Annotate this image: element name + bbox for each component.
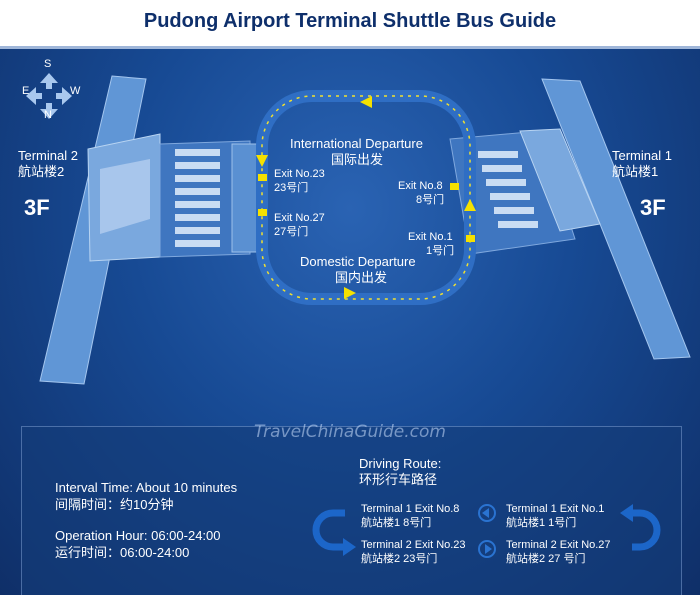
exit-1-label-cn: 1号门	[426, 245, 455, 257]
loop-arrow-left-icon	[256, 155, 268, 167]
international-departure-label: International Departure	[290, 136, 423, 151]
route-stop-t2-exit23: Terminal 2 Exit No.23	[361, 539, 466, 551]
loop-arrow-right-icon	[464, 199, 476, 211]
route-stop-t1-exit8-cn: 航站楼1 8号门	[361, 517, 432, 529]
exit-8-label-cn: 8号门	[416, 194, 445, 206]
exit-27-label: Exit No.27	[274, 212, 325, 224]
operation-hour: Operation Hour: 06:00-24:00	[55, 528, 221, 543]
terminal-1-floor: 3F	[640, 195, 666, 220]
exit-23-label: Exit No.23	[274, 168, 325, 180]
u-turn-right-icon	[632, 509, 661, 551]
compass-north-label: N	[44, 109, 52, 121]
title-banner: Pudong Airport Terminal Shuttle Bus Guid…	[0, 0, 700, 49]
terminal-1-label-cn: 航站楼1	[612, 164, 659, 179]
exit-1-label: Exit No.1	[408, 231, 453, 243]
route-stop-t2-exit27: Terminal 2 Exit No.27	[506, 539, 611, 551]
exit-8-label: Exit No.8	[398, 180, 443, 192]
compass-south-label: S	[44, 58, 52, 70]
exit-1-marker	[466, 235, 475, 242]
route-stop-t1-exit1-cn: 航站楼1 1号门	[506, 517, 577, 529]
route-stop-t2-exit27-cn: 航站楼2 27 号门	[506, 553, 586, 565]
terminal-2-label: Terminal 2	[18, 148, 78, 163]
terminal-2-label-cn: 航站楼2	[18, 164, 65, 179]
route-stop-t1-exit8: Terminal 1 Exit No.8	[361, 503, 460, 515]
info-panel	[21, 426, 682, 595]
domestic-departure-label: Domestic Departure	[300, 254, 416, 269]
exit-8-marker	[450, 183, 459, 190]
operation-hour-cn: 运行时间：06:00-24:00	[55, 545, 190, 560]
interval-time: Interval Time: About 10 minutes	[55, 480, 238, 495]
arrow-right-circle-icon	[478, 540, 496, 558]
compass-icon	[26, 73, 72, 119]
terminal-1-building	[449, 78, 691, 360]
exit-23-marker	[258, 174, 267, 181]
terminal-map	[26, 73, 691, 385]
compass-west-label: W	[70, 85, 81, 97]
terminal-2-building	[39, 75, 265, 385]
u-turn-left-icon	[312, 509, 345, 551]
exit-27-marker	[258, 209, 267, 216]
exit-23-label-cn: 23号门	[274, 182, 309, 194]
exit-27-label-cn: 27号门	[274, 226, 309, 238]
arrow-left-circle-icon	[478, 504, 496, 522]
route-stop-t1-exit1: Terminal 1 Exit No.1	[506, 503, 605, 515]
route-stop-t2-exit23-cn: 航站楼2 23号门	[361, 553, 438, 565]
watermark: TravelChinaGuide.com	[254, 422, 446, 442]
driving-route-title-cn: 环形行车路径	[359, 472, 438, 487]
interval-time-cn: 间隔时间：约10分钟	[55, 497, 174, 512]
loop-arrow-bottom-icon	[344, 287, 356, 299]
compass-east-label: E	[22, 85, 30, 97]
terminal-2-floor: 3F	[24, 195, 50, 220]
driving-route-title: Driving Route:	[359, 456, 442, 471]
page-title: Pudong Airport Terminal Shuttle Bus Guid…	[143, 10, 557, 32]
loop-arrow-top-icon	[360, 96, 372, 108]
domestic-departure-label-cn: 国内出发	[335, 270, 388, 285]
terminal-1-label: Terminal 1	[612, 148, 672, 163]
international-departure-label-cn: 国际出发	[331, 152, 384, 167]
